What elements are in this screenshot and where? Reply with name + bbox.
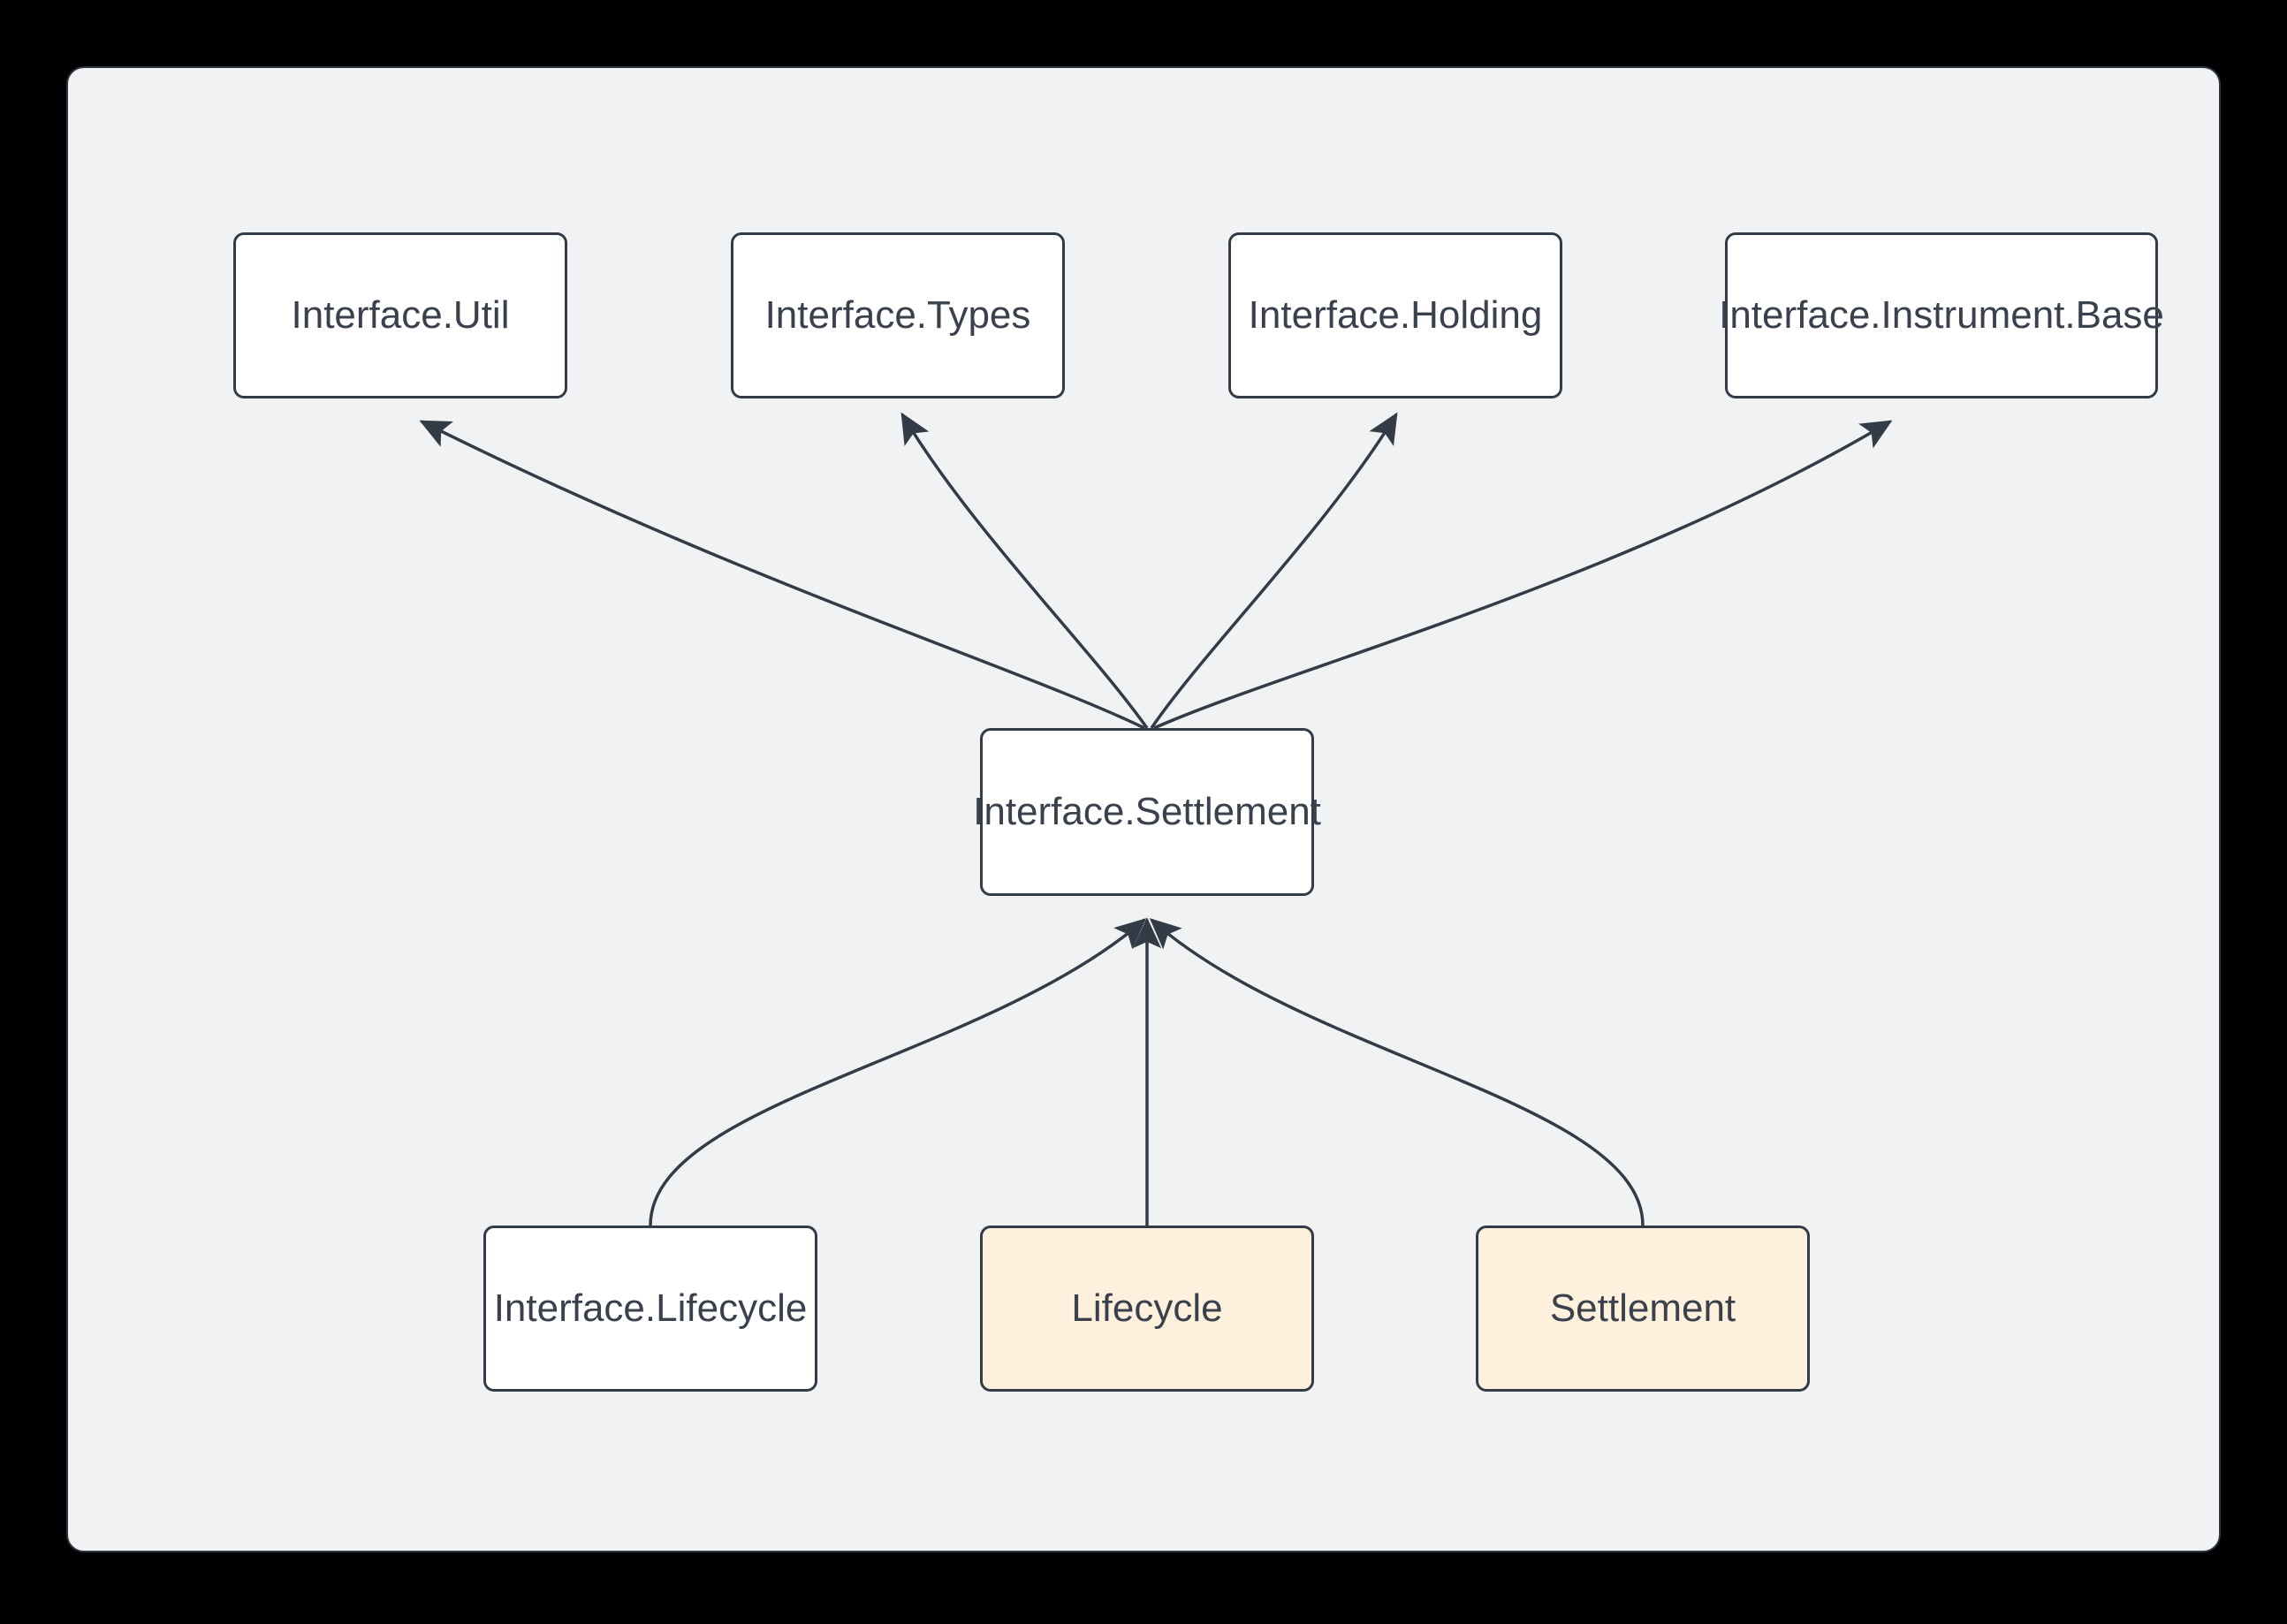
- node-label: Lifecycle: [1071, 1286, 1223, 1330]
- node-interface-util[interactable]: Interface.Util: [233, 232, 567, 398]
- node-interface-instrument-base[interactable]: Interface.Instrument.Base: [1719, 232, 2164, 398]
- edge-settlement-to-types: [900, 412, 1149, 730]
- edge-lifecycle-interface-to-settlement: [649, 918, 1147, 1226]
- node-interface-lifecycle[interactable]: Interface.Lifecycle: [483, 1226, 817, 1392]
- node-lifecycle[interactable]: Lifecycle: [980, 1226, 1314, 1392]
- diagram-canvas[interactable]: Interface.Util Interface.Types Interface…: [66, 66, 2221, 1552]
- edge-settlement-to-util: [419, 420, 1145, 730]
- node-label: Interface.Holding: [1248, 293, 1543, 337]
- node-interface-holding[interactable]: Interface.Holding: [1228, 232, 1562, 398]
- edge-settlement-to-holding: [1150, 412, 1398, 729]
- node-interface-types[interactable]: Interface.Types: [731, 232, 1065, 398]
- edge-settlement-impl-to-settlement: [1149, 918, 1645, 1226]
- node-label: Interface.Util: [291, 293, 510, 337]
- node-label: Interface.Types: [764, 293, 1031, 337]
- edge-settlement-to-instrument-base: [1153, 420, 1893, 730]
- node-label: Settlement: [1549, 1286, 1736, 1330]
- node-interface-settlement[interactable]: Interface.Settlement: [973, 728, 1321, 896]
- node-label: Interface.Lifecycle: [493, 1286, 808, 1330]
- node-label: Interface.Instrument.Base: [1719, 293, 2164, 337]
- node-settlement[interactable]: Settlement: [1476, 1226, 1810, 1392]
- node-label: Interface.Settlement: [973, 790, 1321, 833]
